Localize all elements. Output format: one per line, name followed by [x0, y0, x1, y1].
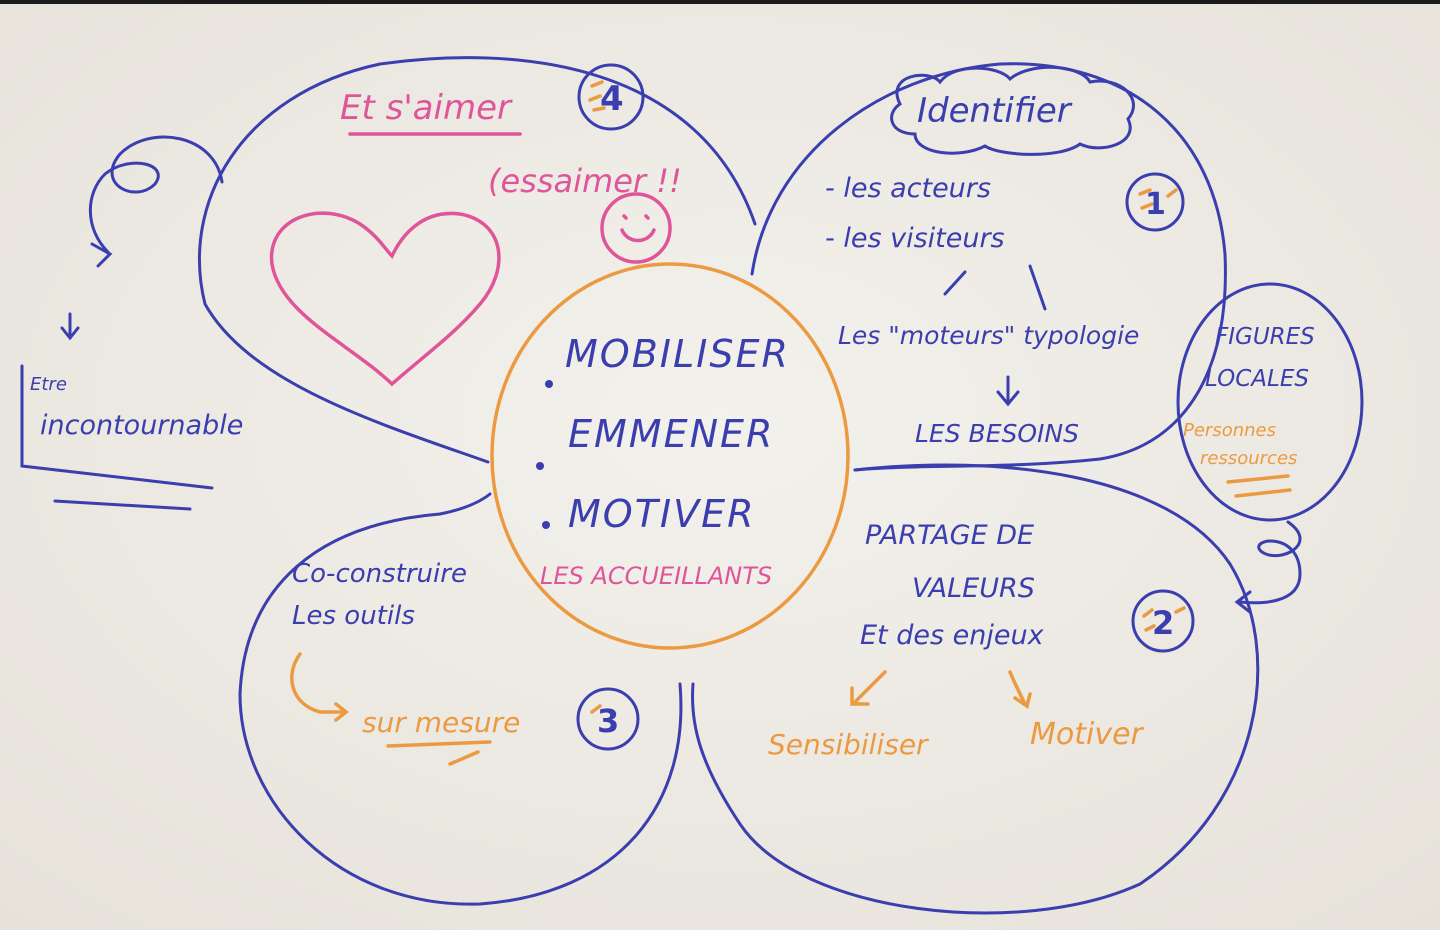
bottom-right-line-3: Et des enjeux — [860, 620, 1045, 651]
bubble-bottom-right — [691, 463, 1260, 915]
number-2: 2 — [1152, 604, 1174, 642]
sensibiliser-label: Sensibiliser — [768, 728, 929, 761]
bottom-right-line-1: PARTAGE DE — [865, 520, 1034, 551]
number-1: 1 — [1145, 187, 1166, 222]
motiver-label: Motiver — [1030, 717, 1145, 752]
identifier-cloud — [890, 65, 1135, 156]
number-circle-2 — [1131, 589, 1195, 653]
center-item-3: MOTIVER — [568, 492, 756, 536]
sur-mesure-underline — [386, 740, 492, 766]
sur-mesure-arrow — [290, 652, 349, 722]
top-right-item-1: - les acteurs — [825, 173, 991, 204]
number-circle-4 — [577, 63, 645, 131]
bullet-dot — [536, 462, 544, 470]
center-item-2: EMMENER — [568, 412, 774, 456]
branch-lines — [943, 264, 1047, 311]
bullet-dot — [542, 521, 550, 529]
bottom-left-line-1: Co-construire — [292, 559, 467, 589]
number-4: 4 — [600, 79, 624, 119]
figures-title-2: LOCALES — [1205, 366, 1309, 392]
bubble-figures-locales — [1176, 282, 1364, 522]
curl-arrow — [88, 135, 224, 254]
number-circle-1 — [1125, 172, 1185, 232]
number-3: 3 — [597, 702, 619, 740]
number-circle-3 — [576, 687, 640, 751]
smiley-icon — [600, 192, 672, 264]
heart-icon — [269, 211, 501, 387]
mind-map-drawing: MOBILISER EMMENER MOTIVER LES ACCUEILLAN… — [0, 4, 1440, 930]
flipchart-sheet: MOBILISER EMMENER MOTIVER LES ACCUEILLAN… — [0, 4, 1440, 930]
bubble-bottom-left — [238, 492, 683, 906]
center-item-1: MOBILISER — [565, 332, 790, 376]
figures-note-2: ressources — [1200, 448, 1297, 469]
ressources-underline — [1226, 474, 1292, 498]
center-subtitle: LES ACCUEILLANTS — [540, 562, 772, 590]
down-arrow — [60, 312, 80, 341]
motiver-arrow — [1008, 670, 1032, 709]
bottom-left-line-2: Les outils — [292, 601, 415, 631]
side-bracket — [20, 364, 214, 490]
sur-mesure-label: sur mesure — [362, 706, 520, 739]
side-note-line-1: Etre — [30, 374, 67, 395]
side-note-line-2: incontournable — [40, 410, 243, 441]
swirl-connector — [1238, 520, 1302, 605]
top-left-title: Et s'aimer — [340, 88, 513, 128]
side-underline — [53, 499, 192, 511]
smiley-face — [620, 214, 656, 243]
bullet-dot — [545, 380, 553, 388]
swirl-arrow-head — [1234, 590, 1252, 614]
bottom-right-line-2: VALEURS — [912, 573, 1035, 604]
bubble-top-left — [197, 56, 757, 464]
curl-arrow-head — [90, 242, 113, 268]
sensibiliser-arrow — [850, 670, 887, 706]
needs-label: LES BESOINS — [915, 419, 1079, 448]
number-hatches — [588, 80, 1186, 714]
top-left-subtitle: (essaimer !! — [488, 162, 682, 200]
needs-arrow — [996, 375, 1020, 407]
typology-label: Les "moteurs" typologie — [838, 321, 1139, 350]
figures-title-1: FIGURES — [1215, 324, 1315, 350]
top-right-item-2: - les visiteurs — [825, 223, 1005, 254]
bubble-top-right — [750, 62, 1227, 472]
figures-note-1: Personnes — [1183, 420, 1276, 441]
top-right-title: Identifier — [917, 91, 1073, 131]
bubble-center — [490, 262, 850, 650]
